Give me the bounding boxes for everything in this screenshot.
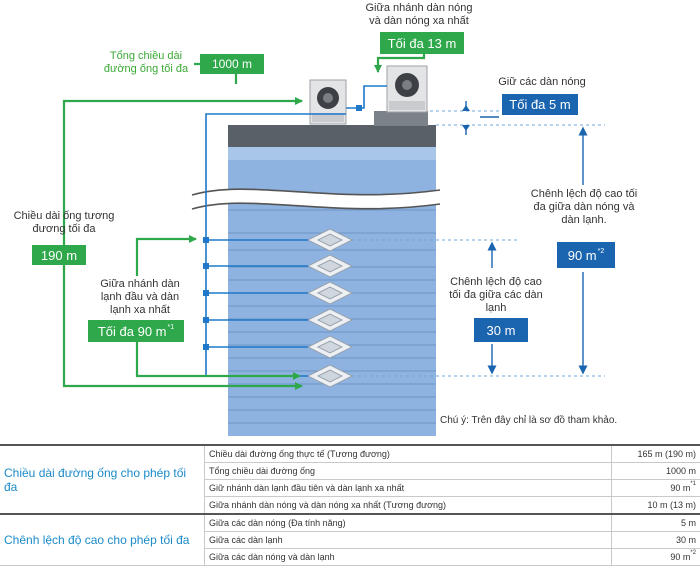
label-branch-outdoor: Giữa nhánh dàn nóng và dàn nóng xa nhất bbox=[365, 2, 473, 27]
badge-between-outdoor: Tối đa 5 m bbox=[502, 94, 578, 115]
label-branch-indoor: Giữa nhánh dàn lạnh đầu và dàn lạnh xa n… bbox=[100, 278, 180, 316]
green-arrows bbox=[62, 44, 426, 390]
table-value: 1000 m bbox=[611, 462, 700, 480]
outdoor-unit-left bbox=[309, 79, 347, 125]
table-value: 30 m bbox=[611, 531, 700, 549]
height-dimensions bbox=[352, 101, 605, 377]
label-equiv-length: Chiều dài ống tương đương tối đa bbox=[13, 210, 115, 235]
badge-height-outdoor-indoor: 90 m*2 bbox=[557, 242, 615, 268]
table-item: Giữa nhánh dàn nóng và dàn nóng xa nhất … bbox=[204, 496, 612, 515]
table-category: Chênh lệch độ cao cho phép tối đa bbox=[0, 513, 205, 566]
table-item: Tổng chiều dài đường ống bbox=[204, 462, 612, 480]
badge-equiv-length: 190 m bbox=[32, 245, 86, 265]
reference-note: Chú ý: Trên đây chỉ là sơ đồ tham khảo. bbox=[440, 415, 618, 426]
table-value: 5 m bbox=[611, 513, 700, 532]
badge-total-length: 1000 m bbox=[200, 54, 264, 74]
badge-branch-indoor: Tối đa 90 m*1 bbox=[88, 320, 184, 342]
table-item: Chiều dài đường ống thực tế (Tương đương… bbox=[204, 444, 612, 463]
badge-branch-outdoor: Tối đa 13 m bbox=[380, 32, 464, 54]
outdoor-unit-right bbox=[386, 65, 428, 113]
table-value: 90 m*1 bbox=[611, 479, 700, 497]
label-total-length: Tổng chiều dài đường ống tối đa bbox=[103, 50, 189, 75]
table-value: 90 m*2 bbox=[611, 548, 700, 566]
table-category: Chiều dài đường ống cho phép tối đa bbox=[0, 444, 205, 515]
table-item: Giữa các dàn nóng (Đa tính năng) bbox=[204, 513, 612, 532]
spec-table: Chiều dài đường ống cho phép tối đa Chiề… bbox=[0, 444, 700, 566]
indoor-units bbox=[306, 228, 354, 388]
badge-height-indoor: 30 m bbox=[474, 318, 528, 342]
building bbox=[191, 111, 441, 436]
label-between-outdoor: Giữ các dàn nóng bbox=[498, 76, 586, 88]
table-value: 10 m (13 m) bbox=[611, 496, 700, 515]
table-item: Giữ nhánh dàn lạnh đầu tiên và dàn lạnh … bbox=[204, 479, 612, 497]
label-height-indoor: Chênh lệch độ cao tối đa giữa các dàn lạ… bbox=[449, 276, 543, 314]
piping-diagram bbox=[62, 44, 605, 436]
table-item: Giữa các dàn nóng và dàn lạnh bbox=[204, 548, 612, 566]
table-item: Giữa các dàn lạnh bbox=[204, 531, 612, 549]
label-height-outdoor-indoor: Chênh lệch độ cao tối đa giữa dàn nóng v… bbox=[530, 188, 638, 226]
table-value: 165 m (190 m) bbox=[611, 444, 700, 463]
